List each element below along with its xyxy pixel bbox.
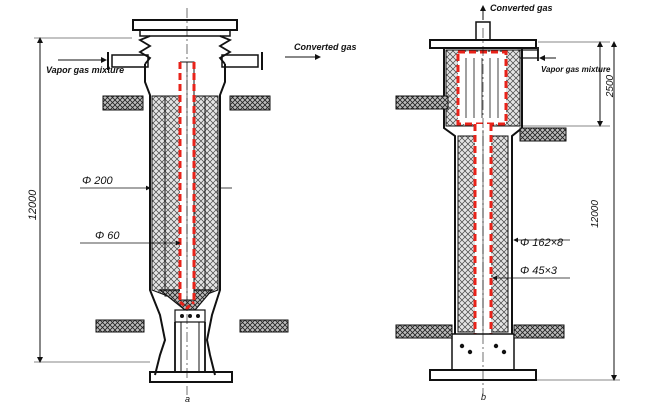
- inlet-nozzle-a: [111, 54, 149, 68]
- bellows-a: [137, 35, 233, 65]
- caption-b: b: [481, 392, 486, 402]
- outlet-nozzle-a: [221, 54, 259, 68]
- height-label-a: 12000: [27, 189, 39, 220]
- top-outlet-label-b: Converted gas: [490, 3, 553, 13]
- caption-a: a: [185, 394, 190, 404]
- support-left-b-lower: [395, 324, 453, 339]
- upper-dimension-label-b: 2500: [605, 74, 616, 98]
- inlet-label-a: Vapor gas mixture: [46, 65, 124, 75]
- outer-diameter-label-a: Φ 200: [82, 175, 113, 187]
- support-right-b-lower: [513, 324, 565, 339]
- inner-diameter-label-a: Φ 60: [95, 230, 120, 242]
- reactor-b: Converted gas Vapor gas mixture: [395, 3, 620, 402]
- support-right-a-upper: [229, 95, 271, 111]
- top-flange-a: [132, 19, 238, 31]
- support-left-b-upper: [395, 95, 449, 110]
- outer-shell-a: [144, 64, 226, 376]
- support-left-a-upper: [102, 95, 144, 111]
- outer-shell-b: [443, 48, 523, 370]
- height-label-b: 12000: [590, 200, 601, 228]
- bottom-flange-a: [149, 371, 233, 383]
- support-left-a-lower: [95, 319, 145, 333]
- inner-diameter-label-b: Φ 45×3: [520, 265, 558, 277]
- outer-diameter-label-b: Φ 162×8: [520, 237, 564, 249]
- support-right-a-lower: [239, 319, 289, 333]
- reactor-a: 12000 Φ 200 Φ 60 Vapor gas mixture Conve…: [27, 8, 357, 404]
- outlet-label-a: Converted gas: [294, 42, 357, 52]
- inlet-label-b: Vapor gas mixture: [541, 65, 611, 74]
- support-right-b-upper: [519, 127, 567, 142]
